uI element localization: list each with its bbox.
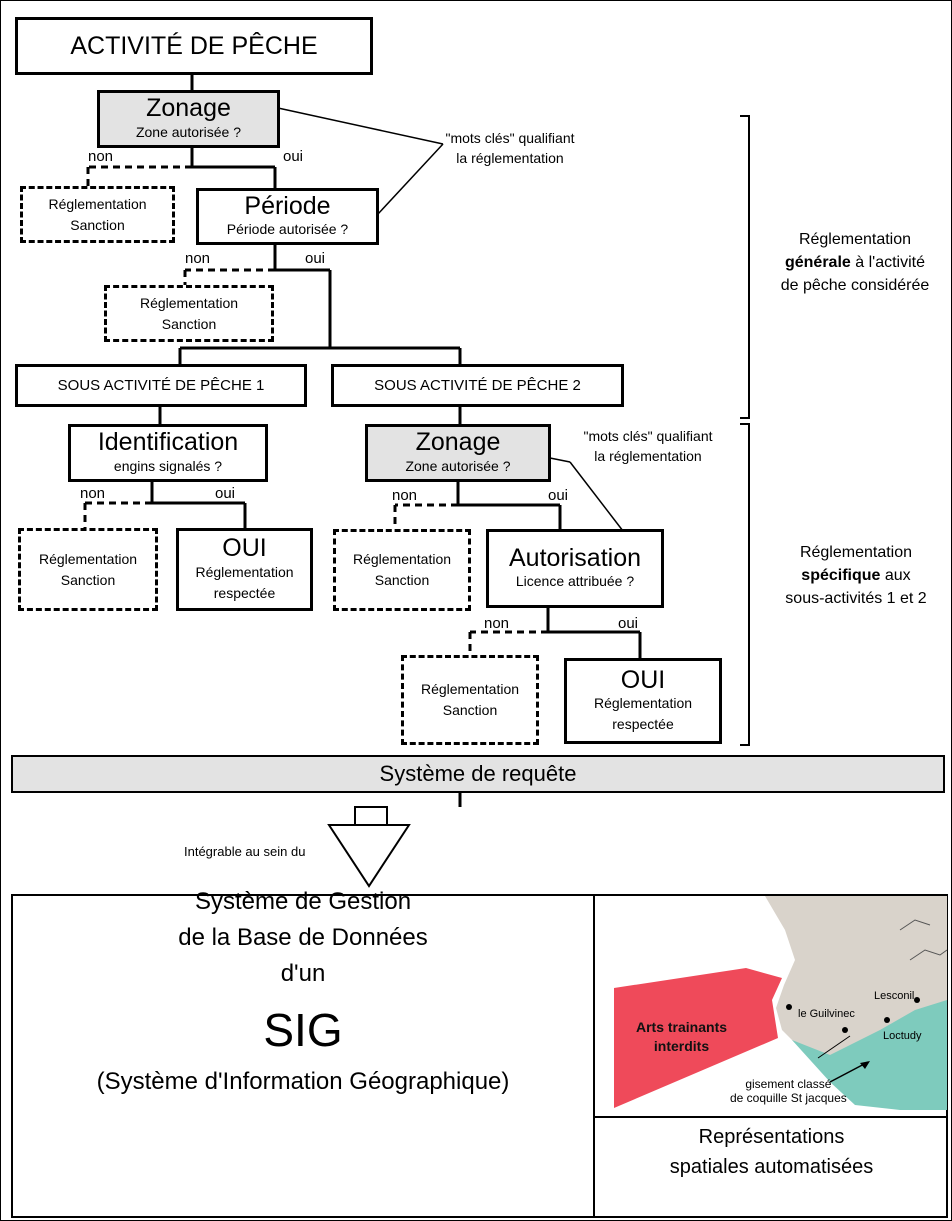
sanction-box-3: Réglementation Sanction [18, 528, 158, 611]
sanction-line2: Sanction [442, 702, 498, 718]
side-note-specifique: Réglementation spécifique aux sous-activ… [762, 541, 950, 611]
town-label-loctudy: Loctudy [883, 1030, 922, 1042]
zonage-box-1: Zonage Zone autorisée ? [97, 90, 280, 148]
zonage-title: Zonage [146, 94, 231, 123]
oui-label: oui [215, 485, 236, 502]
autorisation-question: Licence attribuée ? [515, 573, 635, 590]
keywords-line2: la réglementation [594, 448, 702, 465]
non-label: non [392, 487, 418, 504]
town-label-lesconil: Lesconil [874, 990, 915, 1002]
sanction-box-2: Réglementation Sanction [104, 285, 274, 342]
sanction-line1: Réglementation [38, 550, 138, 567]
side-specifique-line2: aux [880, 567, 911, 585]
keywords-note-2: "mots clés" qualifiant la réglementation [568, 426, 728, 467]
sanction-line1: Réglementation [139, 294, 239, 311]
representations-line2: spatiales automatisées [669, 1156, 874, 1178]
gisement-line2: de coquille St jacques [730, 1091, 847, 1105]
keywords-note-1: "mots clés" qualifiant la réglementation [430, 128, 590, 169]
periode-box: Période Période autorisée ? [196, 188, 379, 245]
side-general-line3: de pêche considérée [780, 277, 930, 295]
oui-label: oui [283, 148, 304, 165]
sanction-line2: Sanction [70, 216, 125, 233]
non-label: non [484, 615, 510, 632]
sous-activite-2-label: SOUS ACTIVITÉ DE PÊCHE 2 [374, 377, 581, 394]
sanction-line1: Réglementation [420, 681, 520, 697]
sgbd-line4: (Système d'Information Géographique) [96, 1068, 510, 1095]
autorisation-title: Autorisation [508, 543, 642, 572]
sanction-line2: Sanction [374, 572, 430, 588]
sgbd-line1: Système de Gestion [194, 888, 412, 915]
side-note-general: Réglementation générale à l'activité de … [760, 228, 950, 298]
keywords-line1: "mots clés" qualifiant [445, 130, 575, 146]
keywords-line2: la réglementation [456, 150, 564, 167]
non-label: non [80, 485, 106, 502]
zonage-question: Zone autorisée ? [135, 123, 242, 140]
sanction-box-5: Réglementation Sanction [401, 655, 539, 745]
representations-line1: Représentations [698, 1126, 845, 1148]
down-arrow-icon [327, 806, 411, 888]
oui-box-title: OUI [620, 665, 666, 694]
oui-box-1: OUI Réglementation respectée [176, 528, 313, 611]
oui-box-line1: Réglementation [195, 563, 294, 580]
town-label-guilvinec: le Guilvinec [798, 1008, 855, 1020]
sig-title: SIG [263, 1004, 343, 1056]
query-system-bar: Système de requête [11, 755, 945, 793]
oui-label: oui [548, 487, 569, 504]
sanction-line2: Sanction [60, 571, 116, 588]
sous-activite-2-box: SOUS ACTIVITÉ DE PÊCHE 2 [331, 364, 624, 407]
sanction-line2: Sanction [161, 315, 217, 332]
activity-title: ACTIVITÉ DE PÊCHE [70, 31, 318, 60]
keywords-line1: "mots clés" qualifiant [583, 428, 713, 444]
gisement-line1: gisement classé [745, 1077, 832, 1091]
forbidden-line2: interdits [653, 1038, 710, 1054]
gisement-label: gisement classé de coquille St jacques [730, 1077, 847, 1105]
oui-box-line2: respectée [213, 584, 276, 601]
side-specifique-bold: spécifique [801, 567, 881, 585]
sanction-line1: Réglementation [352, 551, 452, 567]
side-general-line2: à l'activité [850, 254, 925, 272]
sous-activite-1-box: SOUS ACTIVITÉ DE PÊCHE 1 [15, 364, 307, 407]
side-general-line1: Réglementation [798, 231, 912, 248]
sanction-box-4: Réglementation Sanction [333, 529, 471, 611]
map-panel [614, 896, 948, 1110]
periode-question: Période autorisée ? [226, 221, 349, 238]
representations-caption: Représentations spatiales automatisées [594, 1122, 949, 1182]
side-general-bold: générale [784, 254, 851, 272]
query-system-label: Système de requête [379, 761, 577, 786]
zonage-question: Zone autorisée ? [405, 457, 511, 474]
non-label: non [185, 250, 211, 267]
sgbd-block: Système de Gestion de la Base de Données… [14, 712, 592, 1100]
integrable-label: Intégrable au sein du [184, 844, 306, 859]
sous-activite-1-label: SOUS ACTIVITÉ DE PÊCHE 1 [57, 377, 265, 394]
forbidden-line1: Arts trainants [636, 1019, 728, 1035]
sgbd-line3: d'un [280, 960, 326, 987]
zonage-title: Zonage [415, 428, 501, 457]
oui-box-title: OUI [222, 534, 267, 563]
sgbd-line2: de la Base de Données [178, 924, 428, 951]
activity-box: ACTIVITÉ DE PÊCHE [15, 17, 373, 75]
non-label: non [88, 148, 114, 165]
side-specifique-line3: sous-activités 1 et 2 [785, 590, 927, 608]
periode-title: Période [244, 191, 331, 220]
oui-label: oui [618, 615, 639, 632]
side-specifique-line1: Réglementation [799, 544, 913, 561]
identification-title: Identification [97, 428, 239, 457]
identification-box: Identification engins signalés ? [68, 424, 268, 482]
sanction-box-1: Réglementation Sanction [20, 186, 175, 243]
zonage-box-2: Zonage Zone autorisée ? [365, 424, 551, 482]
oui-box-line2: respectée [612, 716, 674, 733]
oui-box-2: OUI Réglementation respectée [564, 658, 722, 744]
forbidden-zone-label: Arts trainants interdits [636, 1018, 727, 1056]
identification-question: engins signalés ? [113, 457, 223, 474]
autorisation-box: Autorisation Licence attribuée ? [486, 529, 664, 608]
oui-box-line1: Réglementation [593, 695, 693, 712]
sanction-line1: Réglementation [48, 195, 147, 212]
oui-label: oui [305, 250, 326, 267]
